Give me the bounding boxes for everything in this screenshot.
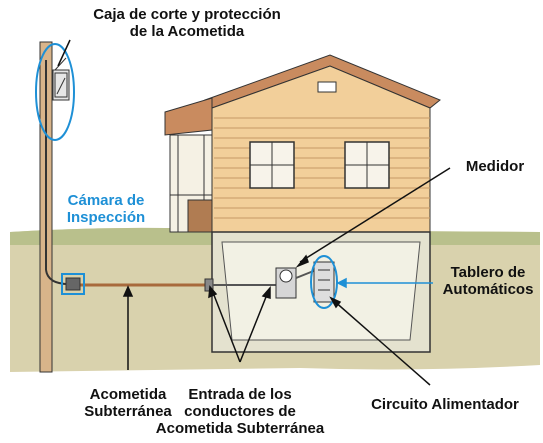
label-feeder-text: Circuito Alimentador xyxy=(371,396,519,413)
label-breaker-line2: Automáticos xyxy=(442,281,534,298)
breaker-panel-highlight xyxy=(310,255,338,309)
inspection-chamber-highlight xyxy=(61,273,85,295)
cutoff-box xyxy=(52,57,70,101)
label-underground-line2: Subterránea xyxy=(84,403,172,420)
inspection-chamber xyxy=(65,277,81,291)
label-feeder-circuit: Circuito Alimentador xyxy=(355,396,535,413)
house xyxy=(164,54,441,233)
label-underground-line1: Acometida xyxy=(89,386,167,403)
label-breaker-panel: Tablero de Automáticos xyxy=(434,264,542,298)
label-entry-line3: Acometida Subterránea xyxy=(155,420,325,437)
label-meter-text: Medidor xyxy=(465,158,525,175)
label-inspection-chamber: Cámara de Inspección xyxy=(46,192,166,226)
label-breaker-line1: Tablero de xyxy=(450,264,526,281)
cutoff-box-highlight xyxy=(35,43,75,141)
label-meter: Medidor xyxy=(452,158,538,175)
breaker-panel xyxy=(313,261,335,303)
label-entry-line1: Entrada de los xyxy=(188,386,292,403)
label-entry-line2: conductores de xyxy=(184,403,296,420)
label-cutoff-box-line1: Caja de corte y protección xyxy=(93,6,281,23)
meter xyxy=(275,267,297,299)
label-cutoff-box-line2: de la Acometida xyxy=(129,23,245,40)
leader-lines xyxy=(57,39,451,386)
label-conductor-entry: Entrada de los conductores de Acometida … xyxy=(145,386,335,437)
label-cutoff-box: Caja de corte y protección de la Acometi… xyxy=(62,6,312,40)
label-inspection-line2: Inspección xyxy=(66,209,146,226)
label-underground-service: Acometida Subterránea xyxy=(58,386,198,420)
label-inspection-line1: Cámara de xyxy=(67,192,145,209)
